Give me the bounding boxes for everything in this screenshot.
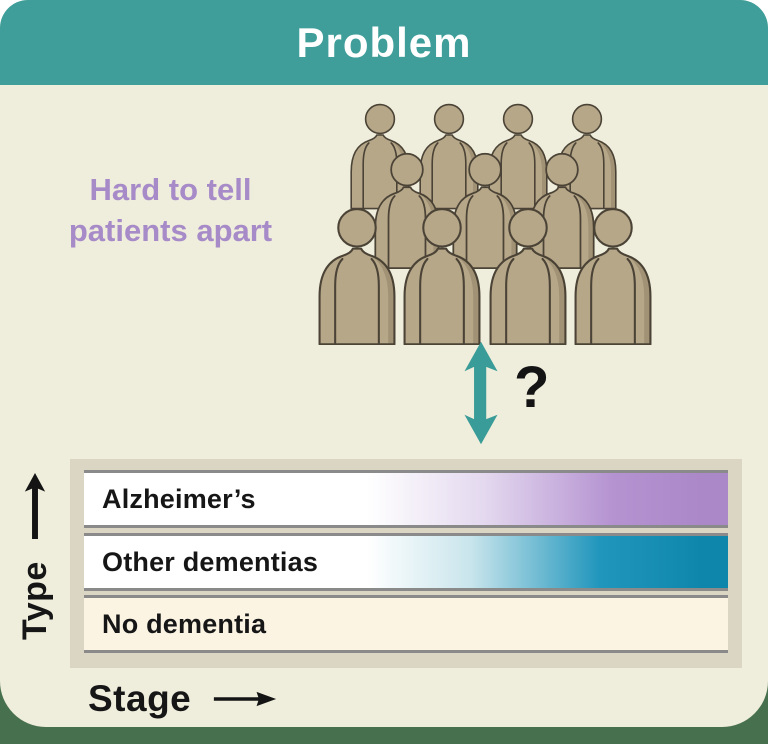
x-axis: Stage xyxy=(88,678,279,719)
bar-no-dementia-label: No dementia xyxy=(102,608,267,639)
up-arrow-icon xyxy=(24,473,46,539)
patient-crowd-illustration xyxy=(318,103,652,345)
question-mark-text: ? xyxy=(514,355,550,420)
page-title: Problem xyxy=(296,18,472,66)
bar-other-dementias: Other dementias xyxy=(84,533,728,591)
y-axis-label-type: Type xyxy=(16,561,54,641)
problem-card: Problem Hard to tell patients apart ? Al… xyxy=(0,0,768,727)
tagline-line1: Hard to tell xyxy=(89,172,252,207)
tagline-text: Hard to tell patients apart xyxy=(28,170,313,252)
header-bar: Problem xyxy=(0,0,768,85)
tagline-line2: patients apart xyxy=(68,212,273,248)
bar-alzheimers: Alzheimer’s xyxy=(84,470,728,528)
bar-alzheimers-label: Alzheimer’s xyxy=(102,483,256,514)
right-arrow-icon xyxy=(214,691,277,707)
type-stage-chart-panel: Alzheimer’s Other dementias No dementia xyxy=(70,459,742,668)
bar-other-dementias-label: Other dementias xyxy=(102,546,319,577)
bar-no-dementia: No dementia xyxy=(84,595,728,653)
double-vertical-arrow-icon xyxy=(464,341,498,445)
x-axis-label-stage: Stage xyxy=(88,678,192,719)
